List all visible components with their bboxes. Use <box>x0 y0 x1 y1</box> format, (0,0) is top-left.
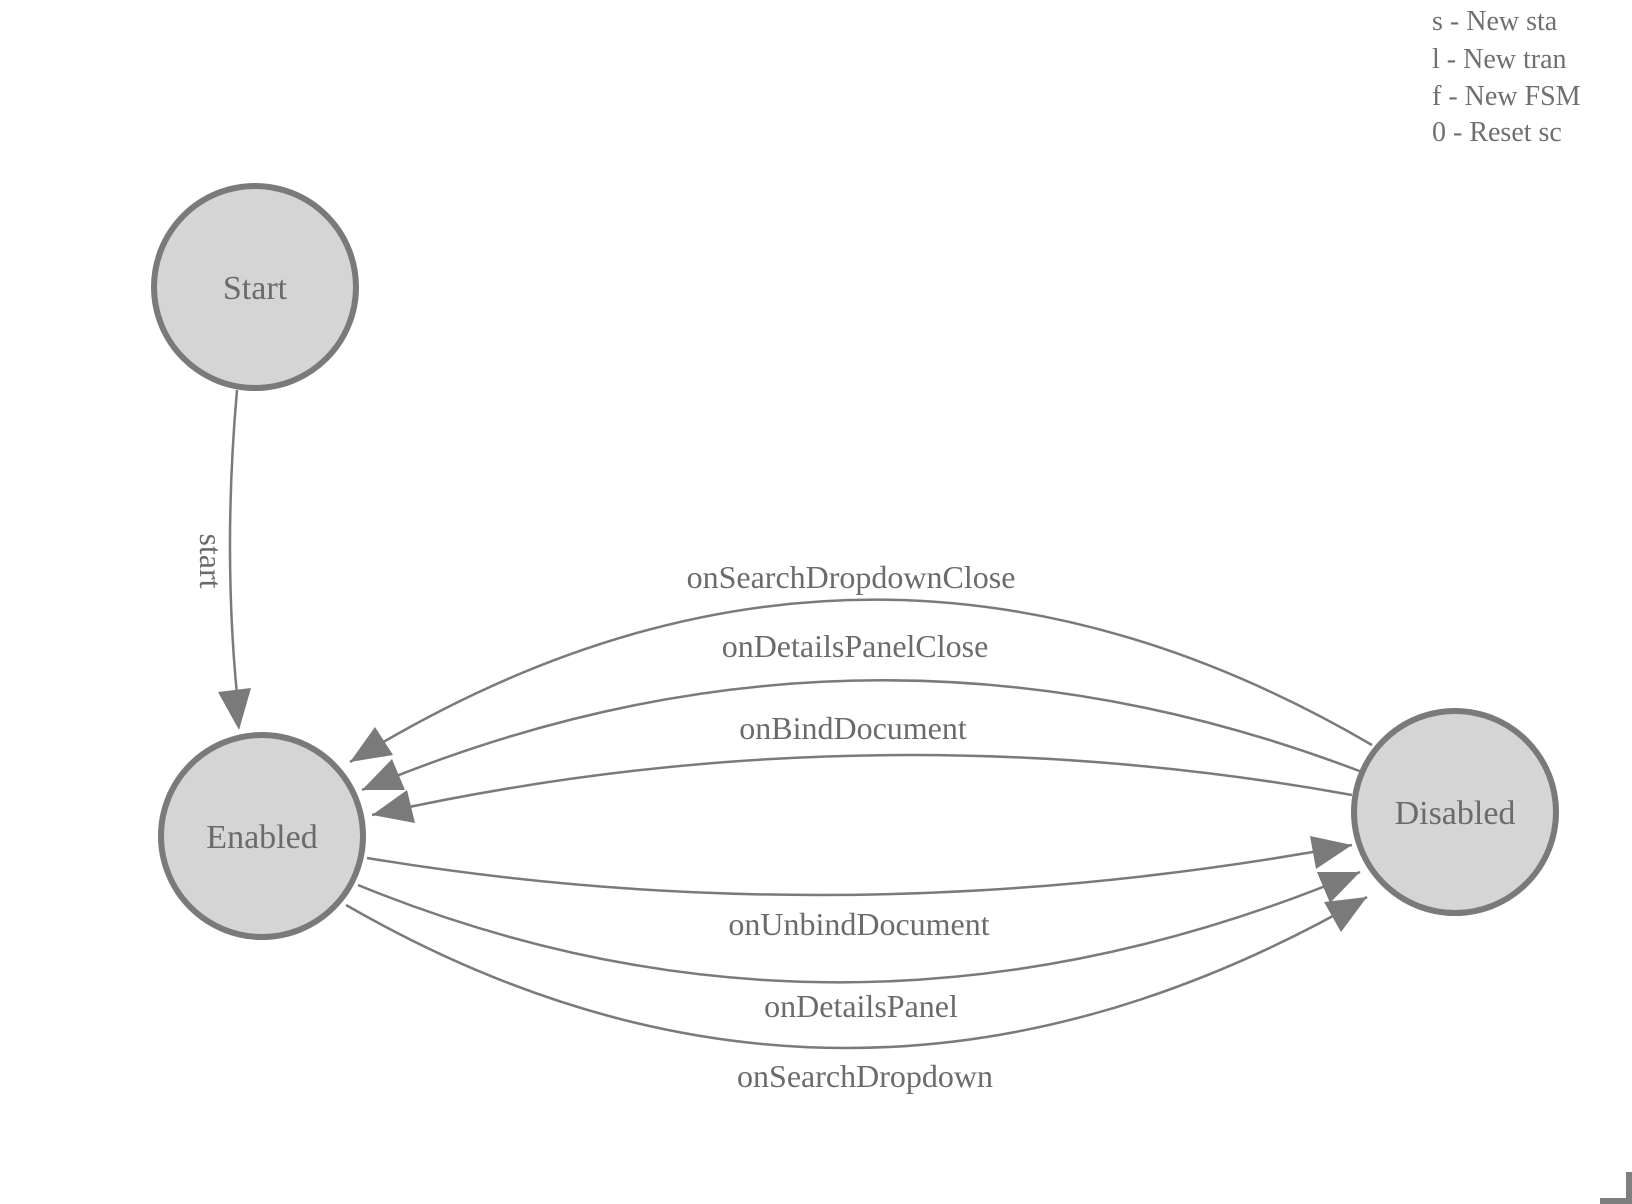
edge-label-onsearchdropdown[interactable]: onSearchDropdown <box>737 1058 993 1094</box>
canvas-corner-mark <box>1600 1172 1632 1204</box>
edge-start-to-enabled[interactable] <box>228 389 241 715</box>
legend-line-new-state: s - New sta <box>1432 6 1558 37</box>
enabled-state-label: Enabled <box>206 819 317 856</box>
state-node-enabled[interactable]: Enabled <box>158 732 366 940</box>
edge-ondetailspanelclose[interactable] <box>361 679 1363 792</box>
arrowhead-icon <box>362 759 405 790</box>
edge-label-onsearchdropdownclose[interactable]: onSearchDropdownClose <box>687 559 1016 595</box>
arrowhead-icon <box>1317 872 1360 903</box>
arrowhead-icon <box>1324 897 1367 932</box>
corner-mark-vertical <box>1626 1172 1632 1204</box>
start-state-circle[interactable] <box>151 183 359 391</box>
arrowhead-icon <box>350 727 393 762</box>
legend-line-new-transition: l - New tran <box>1432 44 1567 75</box>
legend-line-reset: 0 - Reset sc <box>1432 117 1562 148</box>
edge-label-onunbinddocument[interactable]: onUnbindDocument <box>728 906 989 942</box>
edge-label-ondetailspanel[interactable]: onDetailsPanel <box>764 988 958 1024</box>
edge-onsearchdropdown[interactable] <box>345 895 1368 1050</box>
edge-ondetailspanel[interactable] <box>357 870 1361 984</box>
enabled-state-circle[interactable] <box>158 732 366 940</box>
disabled-state-label: Disabled <box>1395 795 1516 832</box>
edge-onunbinddocument[interactable] <box>366 843 1353 897</box>
edge-onsearchdropdownclose[interactable] <box>349 598 1373 764</box>
start-state-label: Start <box>223 270 288 307</box>
edge-label-start[interactable]: start <box>193 533 229 588</box>
disabled-state-circle[interactable] <box>1351 708 1559 916</box>
legend-line-new-fsm: f - New FSM <box>1432 81 1581 112</box>
arrowhead-icon <box>372 790 415 823</box>
arrowhead-icon <box>218 688 251 730</box>
shortcut-legend: s - New sta l - New tran f - New FSM 0 -… <box>1432 6 1581 148</box>
edge-onbinddocument[interactable] <box>371 753 1353 817</box>
edge-label-ondetailspanelclose[interactable]: onDetailsPanelClose <box>722 628 989 664</box>
state-node-start[interactable]: Start <box>151 183 359 391</box>
edge-label-onbinddocument[interactable]: onBindDocument <box>739 710 967 746</box>
corner-mark-horizontal <box>1600 1198 1632 1204</box>
state-node-disabled[interactable]: Disabled <box>1351 708 1559 916</box>
arrowhead-icon <box>1310 836 1352 869</box>
